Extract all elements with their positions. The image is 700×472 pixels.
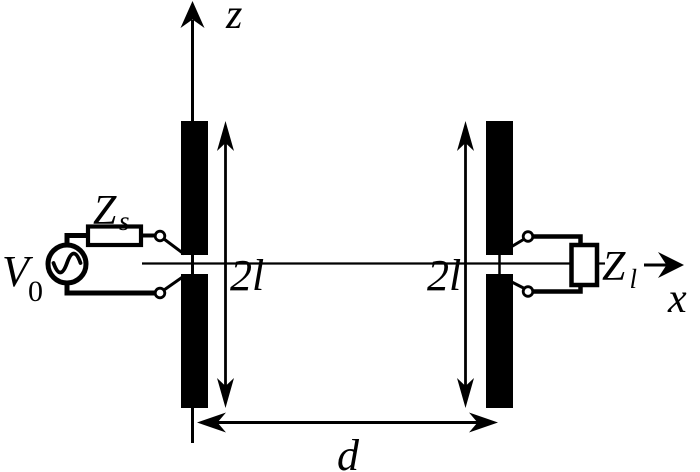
- source-bottom-diagonal-lead: [163, 274, 185, 292]
- left-dipole-length-label: 2l: [230, 251, 264, 300]
- separation-arrowhead-right-icon: [469, 412, 498, 433]
- right-dipole-upper-arm: [486, 121, 513, 255]
- source-impedance-label: Z: [93, 188, 117, 234]
- left-dipole-length-arrowhead-down-icon: [217, 378, 234, 408]
- separation-distance-label: d: [337, 431, 360, 472]
- source-top-terminal: [153, 229, 167, 243]
- load-bottom-terminal: [521, 285, 535, 298]
- load-top-wire: [533, 234, 583, 245]
- right-dipole-length-arrowhead-up-icon: [457, 121, 474, 151]
- z-axis-arrowhead-icon: [180, 1, 205, 28]
- load-impedance-subscript: l: [630, 264, 638, 294]
- left-dipole-length-arrowhead-up-icon: [217, 121, 234, 151]
- left-dipole-upper-arm: [181, 121, 208, 255]
- load-bottom-diagonal-lead: [505, 277, 525, 290]
- z-axis-label: z: [225, 0, 242, 38]
- sine-wave-icon: [51, 251, 83, 275]
- separation-arrowhead-left-icon: [197, 412, 226, 433]
- right-dipole-length-arrowhead-down-icon: [457, 378, 474, 408]
- load-top-terminal: [521, 230, 535, 243]
- source-bottom-wire: [64, 283, 155, 296]
- right-dipole-length-label: 2l: [427, 251, 461, 300]
- right-dipole-lower-arm: [486, 274, 513, 408]
- source-impedance-subscript: s: [119, 206, 130, 236]
- source-impedance-resistor: [85, 224, 144, 248]
- load-impedance-resistor: [569, 242, 600, 288]
- load-top-diagonal-lead: [505, 238, 525, 252]
- source-voltage-label: V: [2, 247, 34, 296]
- load-impedance-label: Z: [602, 244, 626, 290]
- source-bottom-terminal: [153, 286, 167, 300]
- x-axis-arrowhead-icon: [658, 252, 684, 278]
- x-axis-label: x: [667, 276, 687, 322]
- left-dipole-lower-arm: [181, 274, 208, 408]
- source-voltage-subscript: 0: [28, 275, 43, 308]
- source-top-diagonal-lead: [163, 237, 185, 256]
